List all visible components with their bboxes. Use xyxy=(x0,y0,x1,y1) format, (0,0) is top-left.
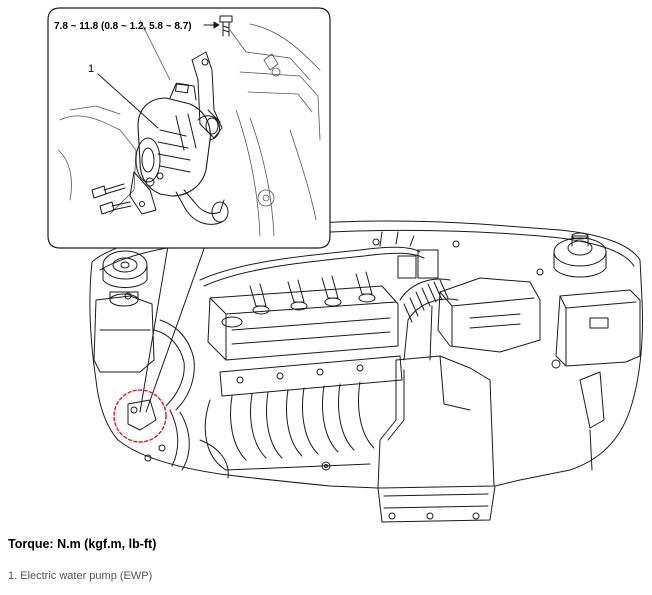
bolt-icon xyxy=(91,183,126,199)
mounting-bolts xyxy=(91,172,164,215)
bolt-icon xyxy=(99,201,132,215)
coolant-reservoir xyxy=(93,291,155,373)
coolant-hoses xyxy=(153,319,229,479)
resonator-duct xyxy=(377,355,495,520)
wiring-harness xyxy=(199,231,439,287)
ewp-location-highlight xyxy=(113,389,167,443)
torque-units-heading: Torque: N.m (kgf.m, lb-ft) xyxy=(8,537,157,551)
ewp-small-pump xyxy=(127,399,157,431)
valve-cover xyxy=(207,285,399,361)
right-strut-tower xyxy=(553,232,607,278)
misc-fasteners xyxy=(124,238,605,471)
callout-number: 1 xyxy=(88,63,94,75)
torque-arrow xyxy=(203,21,220,29)
engine-bay-diagram: 7.8 ~ 11.8 (0.8 ~ 1.2, 5.8 ~ 8.7) 1 xyxy=(47,7,643,523)
left-strut-tower xyxy=(102,250,148,288)
torque-spec-label: 7.8 ~ 11.8 (0.8 ~ 1.2, 5.8 ~ 8.7) xyxy=(54,21,192,32)
ewp-mounting-bracket xyxy=(191,51,223,139)
ignition-coils xyxy=(249,271,376,315)
engine-bay-outline xyxy=(89,220,643,523)
callout-leader-line xyxy=(97,73,159,129)
air-filter-housing xyxy=(437,277,541,353)
battery xyxy=(555,289,641,367)
intake-manifold xyxy=(204,355,403,471)
callout-connector-lines xyxy=(139,245,206,413)
torque-bolt-icon xyxy=(219,15,233,37)
legend-item: 1. Electric water pump (EWP) xyxy=(8,570,153,582)
intake-duct xyxy=(399,278,459,361)
inset-background-engine xyxy=(57,19,321,237)
detail-inset xyxy=(47,7,331,249)
